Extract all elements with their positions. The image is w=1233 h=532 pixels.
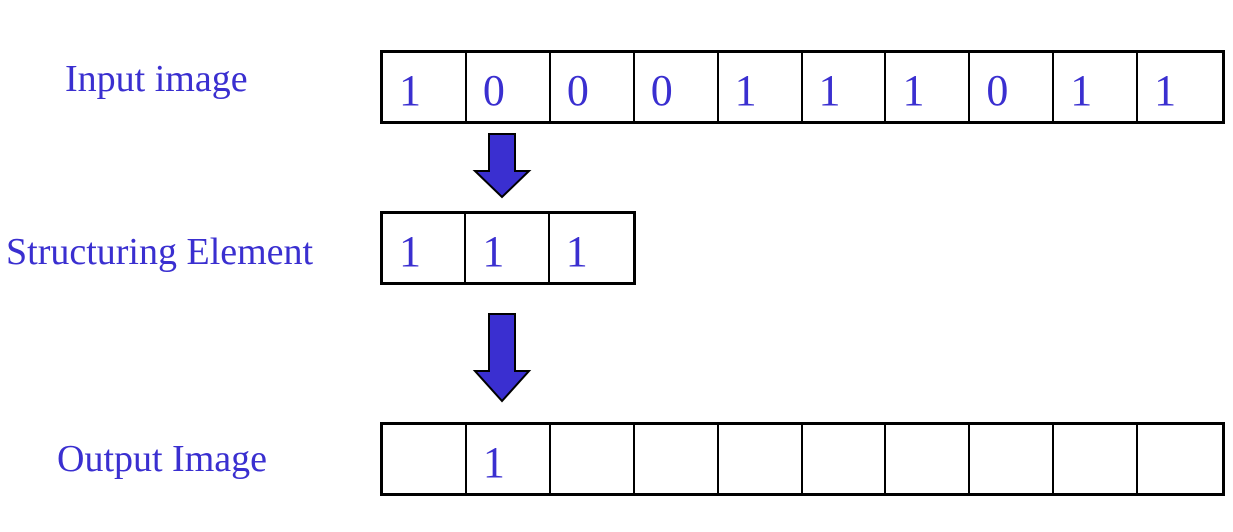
input-cell: 1	[886, 53, 971, 121]
output-cell: 1	[467, 425, 551, 493]
output-cell	[803, 425, 887, 493]
output-image-row: 1	[380, 422, 1225, 496]
input-cell: 1	[1154, 66, 1177, 115]
structuring-element-cell: 1	[565, 227, 588, 276]
input-cell: 1	[803, 53, 887, 121]
output-image-label: Output Image	[57, 438, 268, 480]
down-arrow-icon	[472, 313, 532, 403]
output-cell	[970, 425, 1055, 493]
input-cell: 0	[970, 53, 1055, 121]
output-cell	[635, 425, 719, 493]
input-image-row: 1 0 0 0 1 1 1 0 1 1	[380, 50, 1225, 124]
structuring-element-cell: 1	[383, 214, 467, 282]
input-cell: 1	[1054, 53, 1139, 121]
output-cell	[719, 425, 803, 493]
down-arrow-icon	[472, 133, 532, 199]
output-cell	[1054, 425, 1139, 493]
structuring-element-label: Structuring Element	[6, 231, 314, 273]
input-image-label: Input image	[65, 58, 248, 100]
input-cell: 1	[719, 53, 803, 121]
input-cell: 0	[551, 53, 635, 121]
output-cell	[1138, 425, 1222, 493]
output-cell	[551, 425, 635, 493]
input-cell: 0	[635, 53, 719, 121]
output-cell	[383, 425, 467, 493]
output-cell	[886, 425, 971, 493]
input-cell: 1	[383, 53, 467, 121]
input-cell: 0	[467, 53, 551, 121]
structuring-element-row: 1 1 1	[380, 211, 636, 285]
structuring-element-cell: 1	[466, 214, 550, 282]
